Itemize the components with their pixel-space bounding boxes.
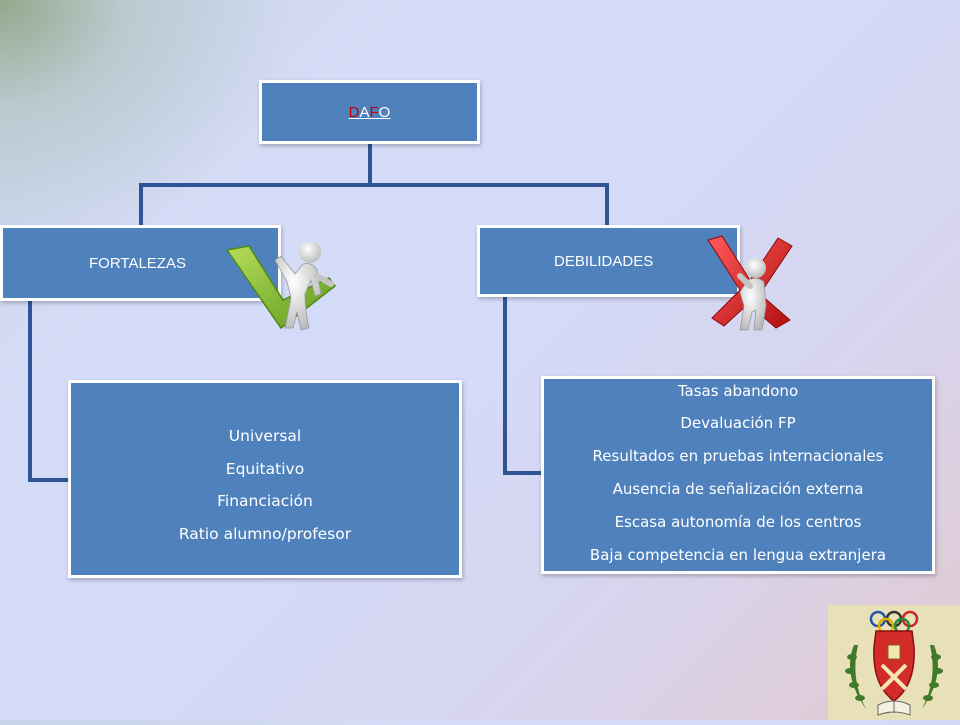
- school-crest-icon: [828, 605, 960, 720]
- debilidades-list: Tasas abandono Devaluación FP Resultados…: [541, 376, 935, 574]
- node-fortalezas: FORTALEZAS: [0, 225, 281, 301]
- root-letter-f: F: [369, 103, 379, 121]
- list-item: Ratio alumno/profesor: [178, 524, 352, 543]
- node-debilidades-label: DEBILIDADES: [554, 252, 654, 270]
- root-letter-o: O: [378, 103, 391, 121]
- node-debilidades: DEBILIDADES: [477, 225, 740, 297]
- list-item: Equitativo: [225, 459, 305, 478]
- list-item: Universal: [228, 427, 302, 445]
- crest-graphic: [845, 610, 943, 716]
- x-mark-figure-icon: [707, 235, 793, 331]
- root-letter-d: D: [348, 103, 360, 121]
- list-item: Devaluación FP: [680, 414, 796, 433]
- root-letter-a: A: [359, 103, 370, 121]
- check-mark-figure-icon: [225, 241, 337, 331]
- list-item: Baja competencia en lengua extranjera: [589, 545, 887, 564]
- node-fortalezas-label: FORTALEZAS: [89, 254, 186, 272]
- fortalezas-list: Universal Equitativo Financiación Ratio …: [68, 380, 462, 578]
- list-item: Ausencia de señalización externa: [612, 480, 864, 498]
- list-item: Tasas abandono: [677, 381, 799, 400]
- list-item: Financiación: [217, 492, 313, 510]
- list-item: Escasa autonomía de los centros: [614, 512, 862, 531]
- list-item: Resultados en pruebas internacionales: [592, 447, 884, 466]
